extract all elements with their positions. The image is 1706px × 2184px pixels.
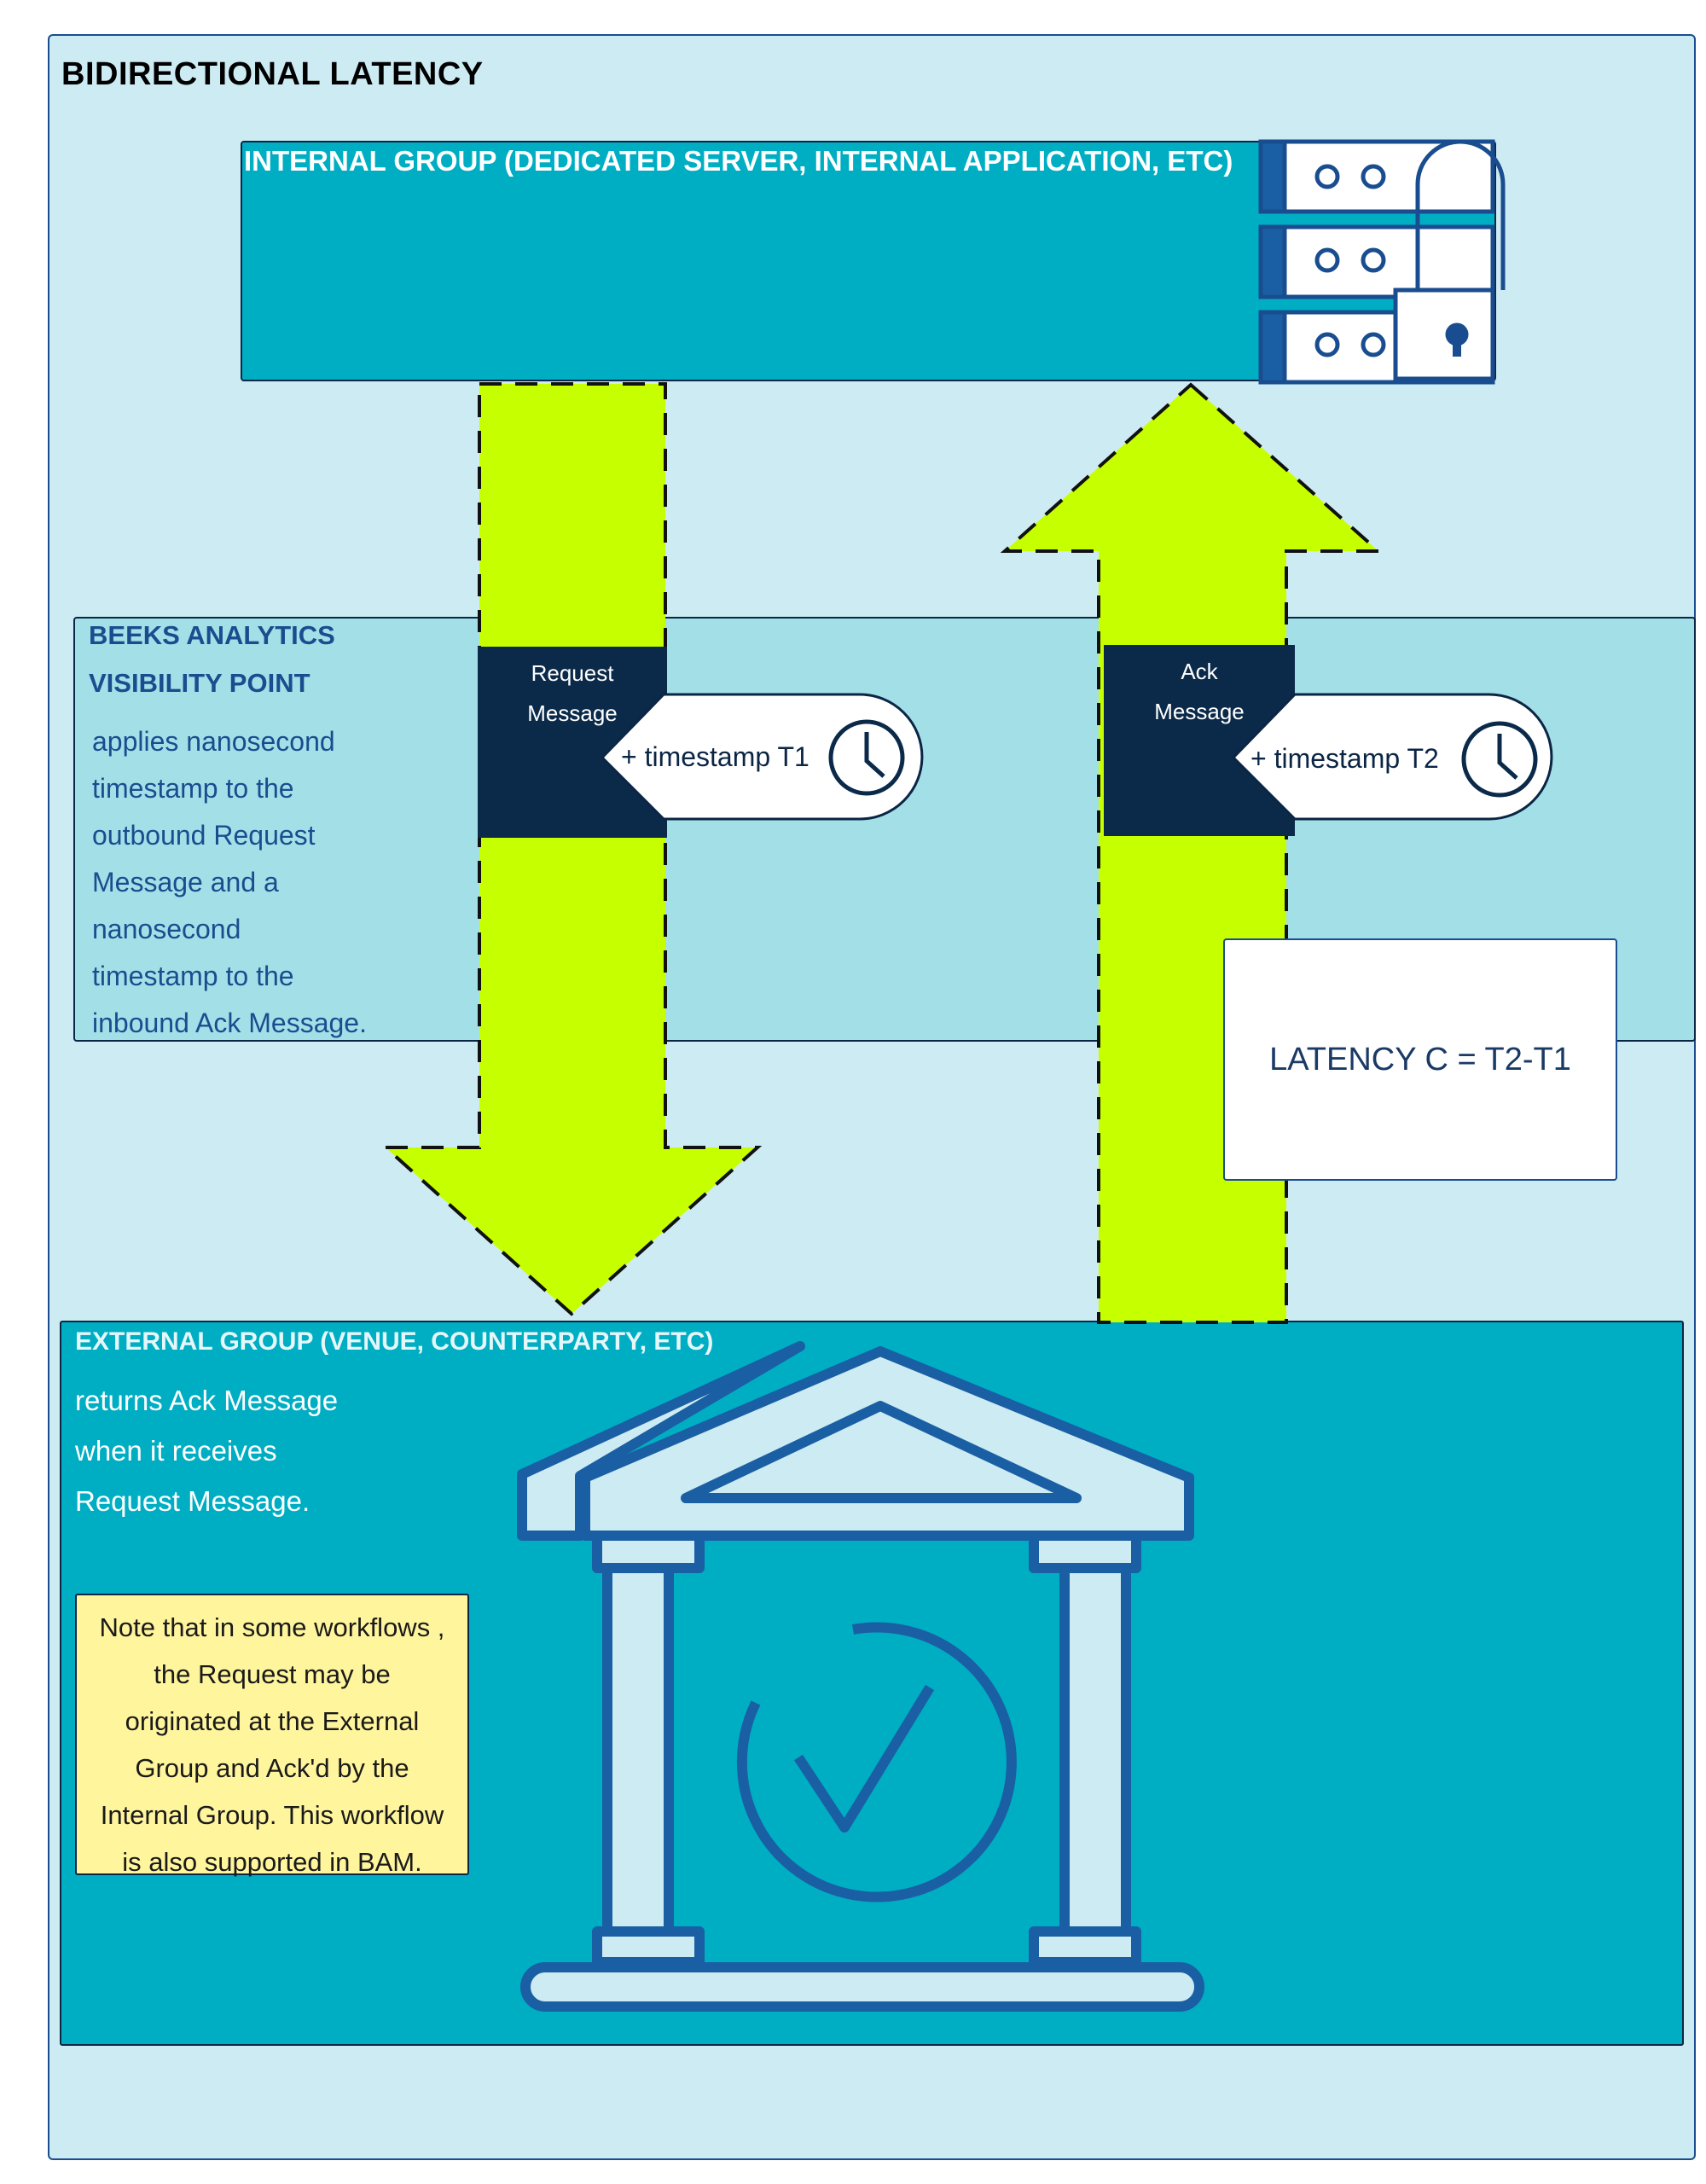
visibility-line: timestamp to the [92,773,294,804]
ack-message-label-line2: Message [1154,699,1245,724]
visibility-line: Message and a [92,867,279,897]
visibility-point-description: applies nanosecond timestamp to the outb… [92,718,493,1047]
note-line: the Request may be [154,1659,391,1689]
request-message-label-line1: Request [531,660,615,686]
timestamp-t2-tag [1231,693,1553,821]
visibility-line: applies nanosecond [92,726,335,757]
external-group-title: EXTERNAL GROUP (VENUE, COUNTERPARTY, ETC… [75,1327,714,1356]
note-line: Group and Ack'd by the [135,1753,409,1783]
bank-checkmark-icon [517,1341,1204,2012]
note-line: Note that in some workflows , [99,1612,445,1642]
ack-arrow [1000,382,1384,1324]
timestamp-t2-label: + timestamp T2 [1250,743,1439,774]
note-line: is also supported in BAM. [122,1847,422,1877]
ack-message-label-line1: Ack [1181,659,1218,684]
workflow-note: Note that in some workflows , the Reques… [75,1594,469,1877]
server-lock-icon [1258,139,1506,385]
request-arrow [380,382,763,1316]
timestamp-t1-label: + timestamp T1 [621,741,809,772]
visibility-line: timestamp to the [92,961,294,991]
visibility-line: nanosecond [92,914,241,944]
internal-group-title: INTERNAL GROUP (DEDICATED SERVER, INTERN… [244,145,1233,177]
note-line: originated at the External [125,1706,420,1736]
latency-formula: LATENCY C = T2-T1 [1269,1041,1571,1077]
external-group-description: returns Ack Message when it receives Req… [75,1375,519,1526]
external-line: when it receives [75,1435,277,1467]
note-line: Internal Group. This workflow [100,1800,444,1830]
visibility-point-title-line1: BEEKS ANALYTICS [89,620,335,650]
request-message-label-line2: Message [527,700,618,726]
external-line: returns Ack Message [75,1385,339,1416]
clock-icon [828,719,905,796]
diagram-title: BIDIRECTIONAL LATENCY [61,56,484,92]
latency-formula-box: LATENCY C = T2-T1 [1223,938,1617,1181]
timestamp-t1-tag [600,693,924,821]
clock-icon [1461,721,1538,798]
visibility-point-title-line2: VISIBILITY POINT [89,668,310,698]
visibility-line: outbound Request [92,820,316,851]
external-line: Request Message. [75,1485,310,1517]
visibility-line: inbound Ack Message. [92,1008,367,1038]
